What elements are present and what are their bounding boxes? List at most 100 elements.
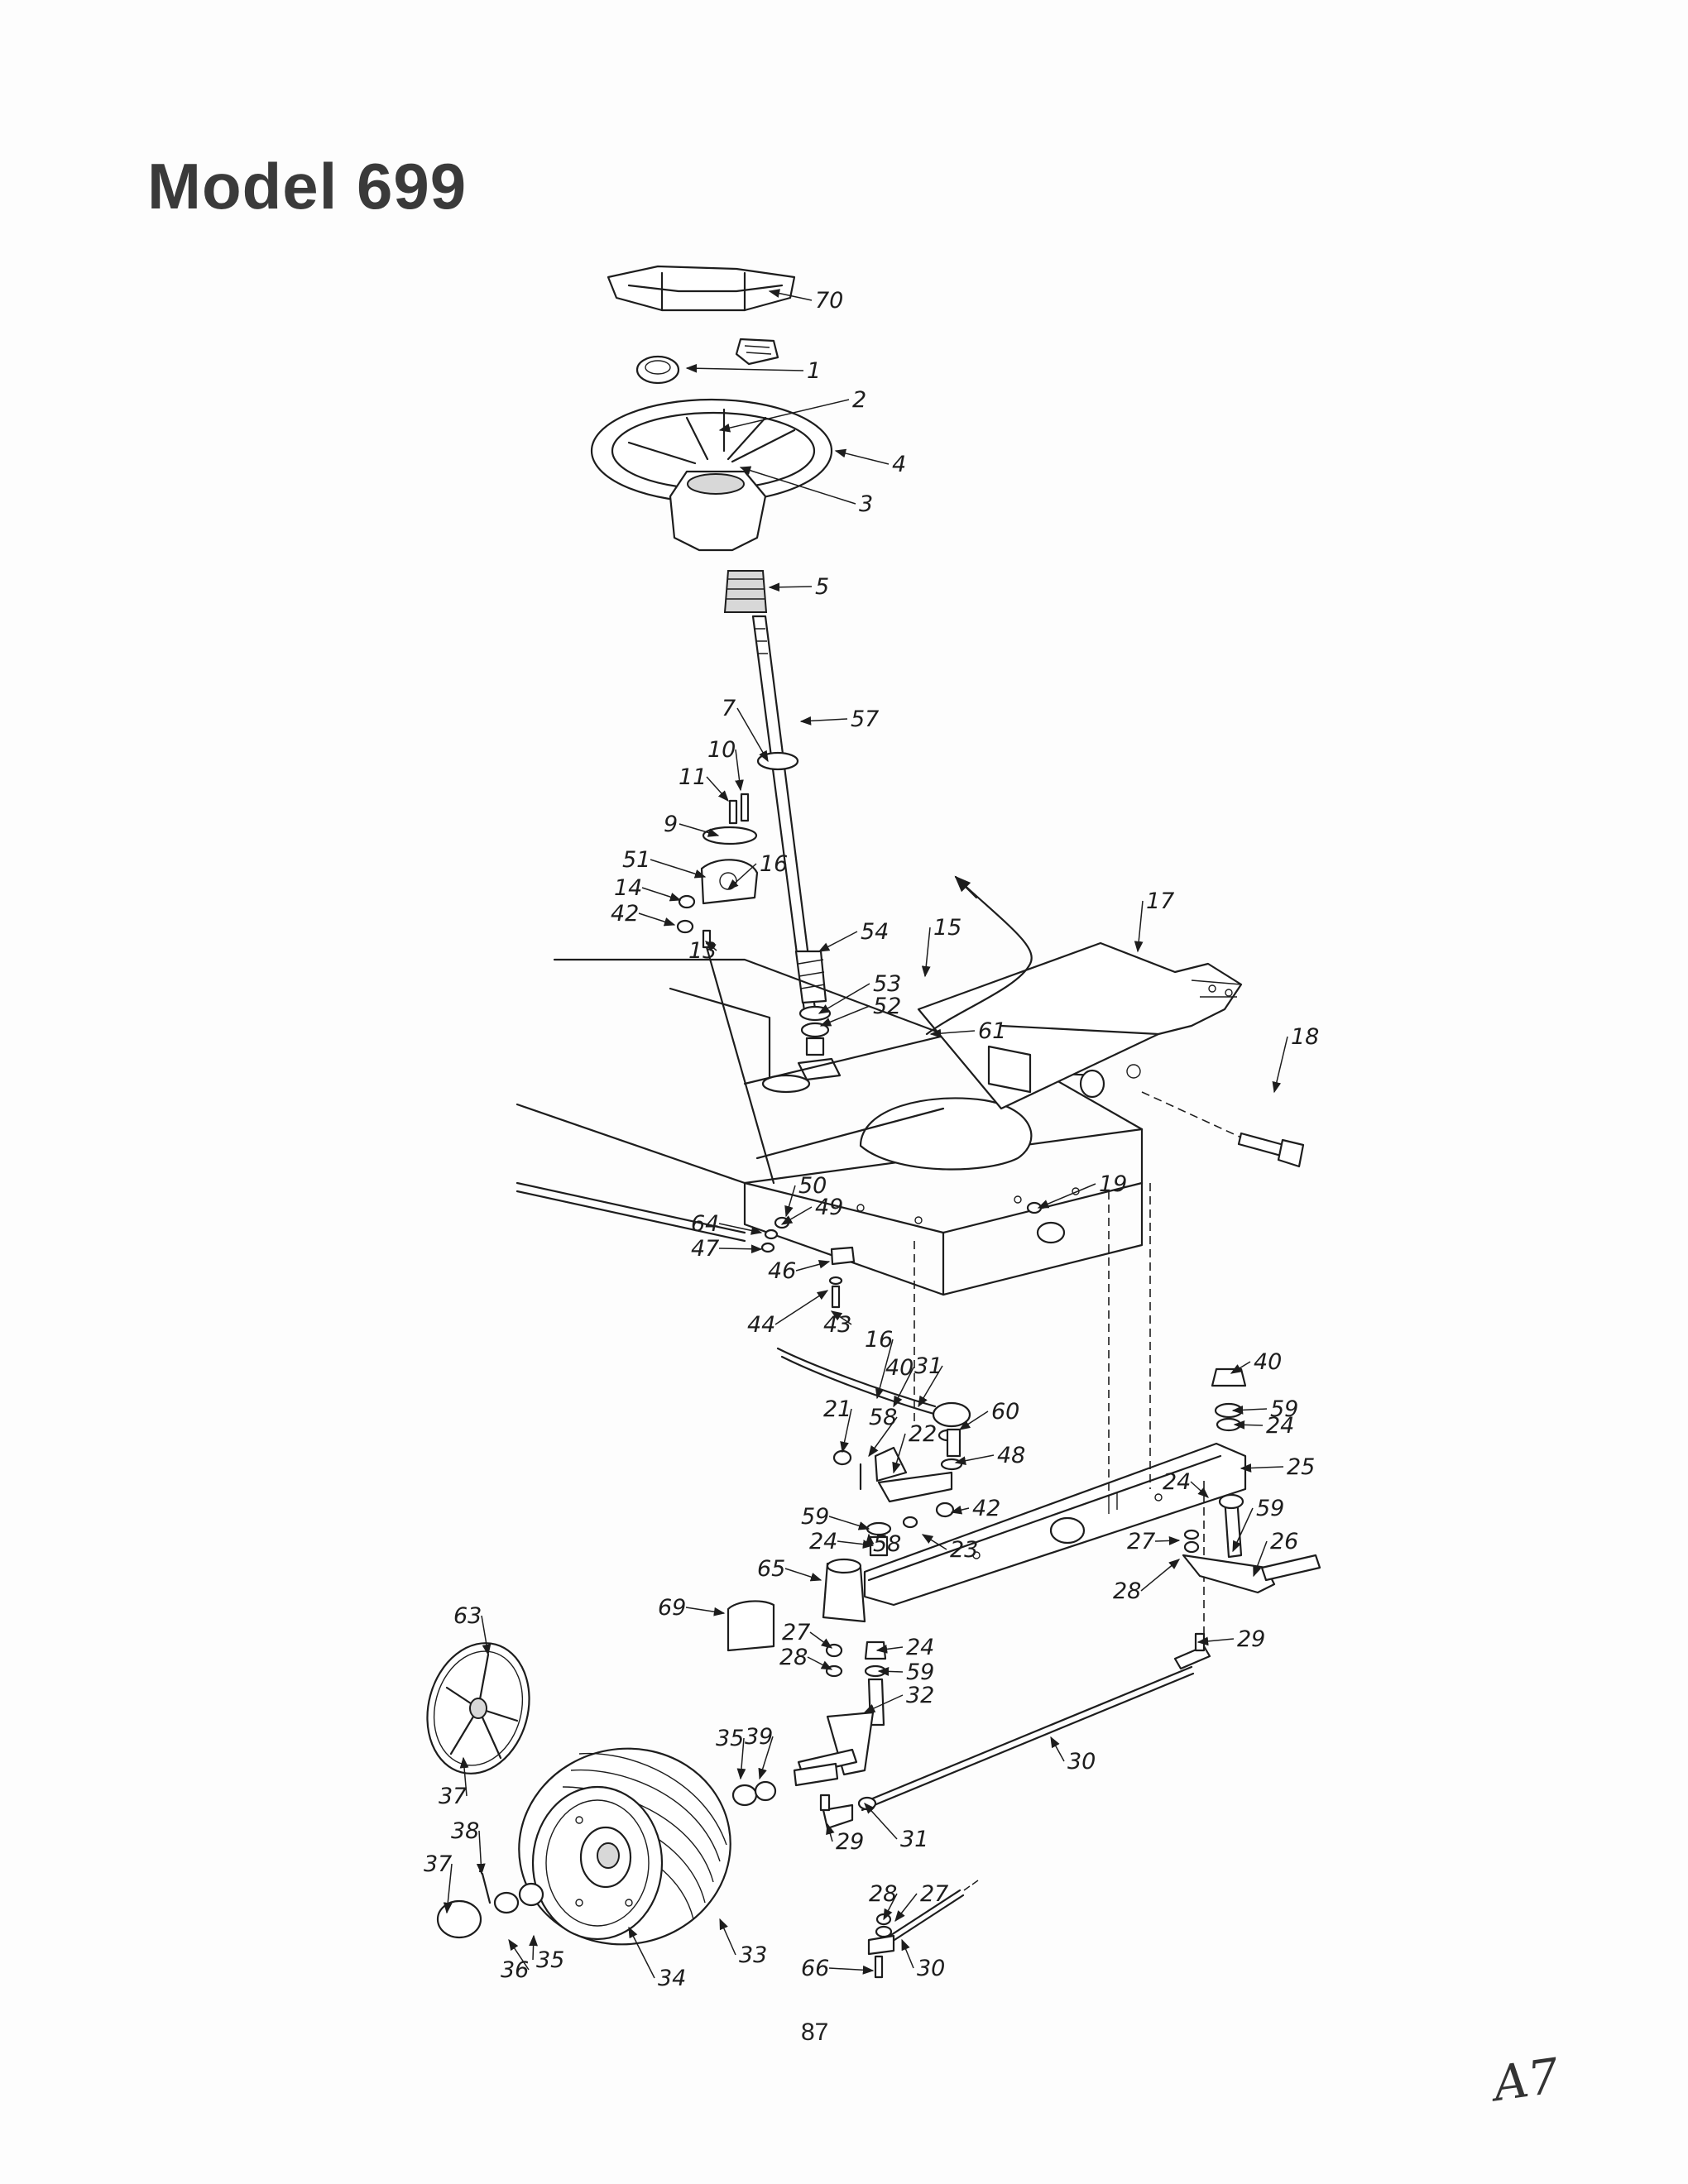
- front-wheel-part: [518, 1747, 731, 1946]
- callout-label-59: 59: [906, 1660, 934, 1685]
- callout-leader-44: [774, 1290, 829, 1325]
- callout-leader-42: [638, 912, 676, 927]
- callout-label-48: 48: [997, 1443, 1025, 1468]
- callout-label-2: 2: [852, 387, 866, 413]
- callout-leader-9: [679, 823, 720, 837]
- callout-label-33: 33: [739, 1942, 767, 1968]
- callout-label-37: 37: [439, 1784, 467, 1809]
- callout-label-27: 27: [782, 1620, 810, 1645]
- callout-label-30: 30: [1067, 1749, 1096, 1774]
- callout-leader-35: [736, 1737, 746, 1780]
- callout-leader-31: [864, 1803, 898, 1840]
- callout-label-44: 44: [747, 1312, 775, 1338]
- callout-label-24: 24: [906, 1635, 934, 1660]
- callout-label-15: 15: [933, 915, 961, 941]
- seat-pad-part: [607, 265, 796, 312]
- tie-rod-part: [819, 1632, 1211, 1830]
- callout-label-38: 38: [451, 1818, 479, 1844]
- callout-leader-27: [809, 1631, 833, 1649]
- callout-label-24: 24: [1266, 1413, 1294, 1439]
- callout-leader-28: [1140, 1559, 1181, 1592]
- callout-leader-16: [727, 863, 757, 890]
- bracket-bolt-part: [1141, 1091, 1305, 1168]
- callout-leader-57: [799, 716, 848, 726]
- callout-label-18: 18: [1291, 1024, 1319, 1050]
- callout-leader-37: [459, 1756, 469, 1797]
- callout-leader-30: [901, 1938, 914, 1969]
- callout-label-28: 28: [1113, 1578, 1141, 1604]
- callout-leader-69: [685, 1607, 726, 1616]
- callout-leader-26: [1253, 1540, 1268, 1578]
- callout-label-23: 23: [950, 1537, 978, 1563]
- callout-leader-59: [1232, 1507, 1254, 1553]
- callout-leader-18: [1272, 1036, 1288, 1094]
- callout-leader-38: [476, 1830, 486, 1875]
- callout-label-46: 46: [768, 1258, 796, 1284]
- callout-label-36: 36: [501, 1957, 529, 1983]
- callout-label-60: 60: [991, 1399, 1019, 1425]
- callout-leader-28: [883, 1893, 898, 1921]
- callout-label-64: 64: [691, 1211, 719, 1237]
- callout-leader-19: [1037, 1183, 1096, 1209]
- callout-label-70: 70: [815, 288, 843, 314]
- callout-label-4: 4: [892, 452, 906, 477]
- axle-bushings-part: [731, 1762, 839, 1807]
- hub-cap-part: [426, 1642, 530, 1774]
- callout-leader-60: [958, 1410, 989, 1430]
- callout-label-43: 43: [823, 1312, 851, 1338]
- callout-label-59: 59: [1256, 1496, 1284, 1521]
- callout-label-59: 59: [801, 1504, 829, 1530]
- callout-leader-64: [718, 1223, 763, 1235]
- callout-label-19: 19: [1099, 1171, 1127, 1197]
- callout-label-14: 14: [614, 875, 642, 901]
- callout-label-29: 29: [1237, 1626, 1265, 1652]
- callout-label-53: 53: [873, 971, 901, 997]
- callout-label-10: 10: [707, 737, 736, 763]
- callout-leader-2: [718, 399, 850, 433]
- callout-leader-37: [443, 1863, 453, 1914]
- callout-leader-47: [718, 1244, 763, 1254]
- page-number: 87: [801, 2019, 829, 2046]
- callout-label-40: 40: [1254, 1349, 1282, 1375]
- callout-label-16: 16: [865, 1327, 893, 1353]
- throttle-cable-part: [925, 875, 1033, 1036]
- callout-label-63: 63: [453, 1603, 482, 1629]
- callout-leader-61: [929, 1028, 976, 1038]
- callout-label-26: 26: [1270, 1529, 1298, 1554]
- callout-leader-25: [1240, 1463, 1284, 1473]
- handwritten-note: A7: [1489, 2047, 1563, 2113]
- callout-label-32: 32: [906, 1683, 934, 1708]
- callout-leader-58: [868, 1416, 898, 1458]
- callout-leader-32: [863, 1694, 904, 1713]
- callout-leader-24: [1190, 1481, 1210, 1498]
- steering-wheel-part: [590, 398, 833, 552]
- callout-leader-29: [1196, 1636, 1235, 1646]
- callout-label-42: 42: [611, 901, 639, 927]
- callout-leader-58: [865, 1533, 875, 1545]
- callout-leader-35: [529, 1934, 538, 1961]
- callout-leader-43: [830, 1310, 852, 1325]
- steering-shaft-part: [751, 615, 842, 1081]
- callout-leader-70: [768, 289, 813, 301]
- callout-label-34: 34: [658, 1966, 686, 1991]
- callout-leader-21: [840, 1408, 852, 1454]
- callout-label-37: 37: [424, 1851, 452, 1877]
- callout-leader-22: [892, 1433, 906, 1474]
- callout-leader-52: [819, 1005, 870, 1027]
- callout-leader-30: [1050, 1736, 1065, 1762]
- callout-leader-31: [918, 1365, 943, 1408]
- callout-leader-40: [893, 1367, 914, 1408]
- callout-label-28: 28: [779, 1645, 808, 1670]
- callout-label-13: 13: [688, 938, 717, 964]
- page-title: Model 699: [147, 150, 468, 223]
- callout-label-65: 65: [757, 1556, 785, 1582]
- callout-label-52: 52: [873, 994, 901, 1019]
- callout-label-28: 28: [869, 1881, 897, 1907]
- callout-label-22: 22: [909, 1421, 937, 1447]
- callout-leader-42: [950, 1505, 970, 1515]
- steering-caps-part: [635, 338, 779, 385]
- callout-leader-3: [739, 466, 856, 505]
- callout-label-24: 24: [809, 1529, 837, 1554]
